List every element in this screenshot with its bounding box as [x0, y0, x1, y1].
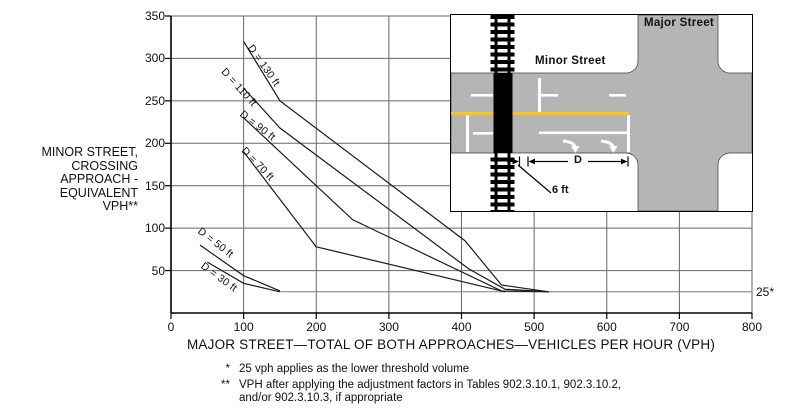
- dimension-lines: [507, 156, 629, 194]
- footnote-2-line2: and/or 902.3.10.3, if appropriate: [239, 392, 403, 404]
- turn-arrows: [562, 139, 618, 153]
- curve-D = 70 ft: [243, 151, 506, 293]
- y-axis-title-line: APPROACH -: [60, 172, 138, 187]
- footnote-1-symbol: *: [225, 363, 230, 375]
- dimension-d-label: D: [574, 154, 582, 166]
- dimension-arrowheads: [512, 158, 628, 165]
- y-axis-title-line: EQUIVALENT: [59, 185, 138, 200]
- y-tick-label: 150: [144, 178, 165, 193]
- y-tick-label: 350: [144, 9, 165, 23]
- curve-D = 30 ft: [207, 261, 281, 293]
- x-tick-label: 100: [233, 320, 254, 334]
- y-axis-title-line: VPH**: [102, 199, 138, 214]
- y-tick-label: 100: [144, 221, 165, 236]
- lane-markings: [466, 78, 630, 152]
- y-tick-label: 300: [144, 51, 165, 66]
- x-tick-label: 0: [167, 320, 175, 334]
- x-tick-label: 700: [669, 320, 690, 334]
- x-tick-label: 600: [596, 320, 617, 334]
- footnote-1-text: 25 vph applies as the lower threshold vo…: [239, 363, 470, 375]
- y-axis-title-line: MINOR STREET,: [41, 145, 138, 159]
- curve-D = 110 ft: [243, 87, 549, 293]
- x-tick-label: 400: [451, 320, 472, 334]
- railroad-track: [490, 15, 515, 211]
- footnote-1: * 25 vph applies as the lower threshold …: [203, 363, 621, 377]
- footnote-2-line1: VPH after applying the adjustment factor…: [239, 378, 622, 391]
- x-tick-label: 500: [524, 320, 545, 334]
- threshold-value-label: 25*: [756, 285, 775, 299]
- intersection-diagram-graphic: [451, 15, 752, 211]
- footnote-2: ** VPH after applying the adjustment fac…: [203, 379, 621, 406]
- y-tick-label: 200: [144, 136, 165, 151]
- intersection-diagram: Major Street Minor Street D 6 ft: [450, 14, 753, 212]
- axis-tick-marks: [165, 15, 753, 319]
- curve-D = 90 ft: [243, 117, 549, 293]
- x-tick-label: 800: [741, 320, 763, 334]
- yellow-centerline: [451, 112, 629, 115]
- footnote-2-symbol: **: [221, 378, 230, 391]
- y-axis-title-line: CROSSING: [71, 158, 138, 173]
- footnotes: * 25 vph applies as the lower threshold …: [203, 363, 621, 408]
- minor-street-label: Minor Street: [535, 55, 606, 67]
- x-axis-title: MAJOR STREET—TOTAL OF BOTH APPROACHES—VE…: [186, 337, 716, 352]
- footnote-2-text: VPH after applying the adjustment factor…: [239, 379, 621, 406]
- major-street-label: Major Street: [643, 17, 715, 29]
- x-tick-label: 200: [306, 320, 327, 334]
- x-tick-label: 300: [378, 320, 399, 334]
- curve-D = 50 ft: [199, 244, 281, 292]
- data-curves: [199, 41, 549, 293]
- y-tick-label: 250: [144, 93, 165, 108]
- y-tick-label: 50: [151, 263, 165, 278]
- y-axis-title: MINOR STREET, CROSSING APPROACH - EQUIVA…: [8, 145, 138, 214]
- curve-D = 130 ft: [243, 41, 549, 293]
- six-ft-label: 6 ft: [552, 184, 569, 196]
